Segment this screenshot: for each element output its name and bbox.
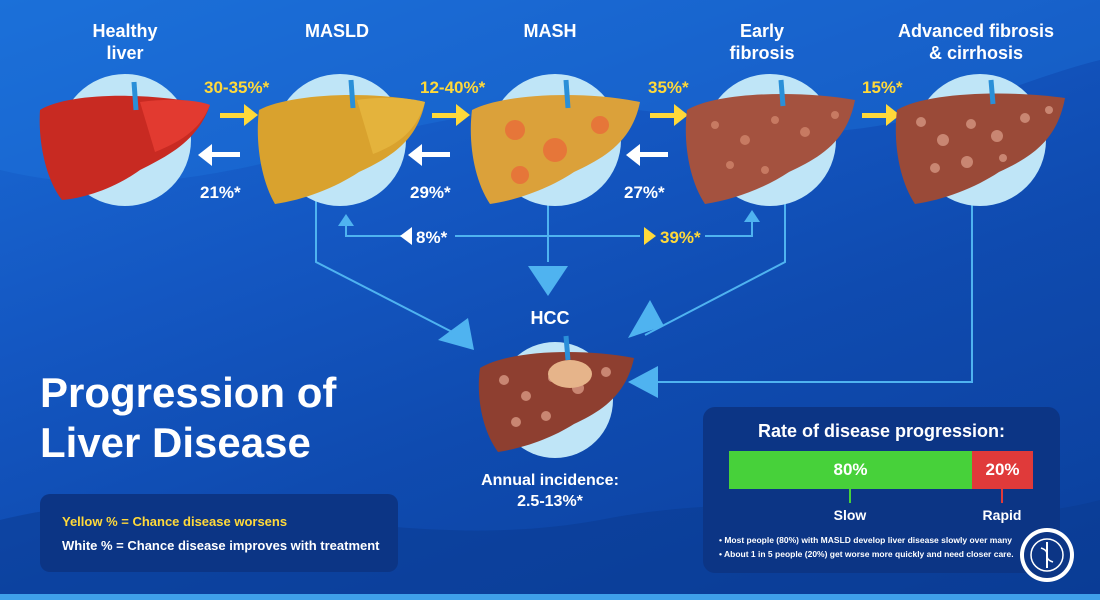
- stage-label-line: & cirrhosis: [928, 43, 1024, 63]
- arrow-cirrhosis-hcc: [628, 366, 658, 398]
- rapid-bar-value: 20%: [985, 460, 1020, 479]
- stage-label-healthy: Healthy liver: [45, 20, 205, 64]
- hcc-label: HCC: [530, 308, 570, 328]
- stage-label-line: MASLD: [305, 21, 369, 41]
- rapid-bar: 20%: [972, 451, 1033, 489]
- masld-liver-icon: [257, 74, 425, 206]
- early-fibrosis-liver-icon: [685, 74, 855, 206]
- loop-arrowhead-left: [338, 214, 354, 226]
- caduceus-icon: [1030, 538, 1064, 572]
- title-line-1: Progression of: [40, 369, 337, 416]
- mash-liver-icon: [470, 74, 640, 206]
- flow-cirrhosis-hcc: [655, 200, 973, 383]
- improve-pct-1: 21%*: [200, 183, 241, 202]
- worsen-arrow-4: [862, 104, 900, 126]
- color-legend: Yellow % = Chance disease worsens White …: [40, 494, 398, 572]
- annual-incidence: Annual incidence: 2.5-13%*: [450, 470, 650, 512]
- flow-fibrosis-hcc: [644, 200, 786, 336]
- note-rapid: • About 1 in 5 people (20%) get worse mo…: [719, 549, 1014, 559]
- rate-panel: Rate of disease progression: 80% 20% Slo…: [703, 407, 1060, 573]
- stage-label-line: fibrosis: [729, 43, 795, 63]
- rate-title: Rate of disease progression:: [757, 421, 1006, 441]
- bottom-strip: [0, 594, 1100, 600]
- loop-marker-worsen: [644, 227, 656, 245]
- stage-label-cirrhosis: Advanced fibrosis & cirrhosis: [881, 20, 1071, 64]
- loop-line-right: [705, 220, 753, 237]
- rapid-label: Rapid: [982, 507, 1022, 523]
- slow-bar: 80%: [729, 451, 972, 489]
- stage-label-mash: MASH: [470, 20, 630, 42]
- annual-incidence-value: 2.5-13%*: [517, 493, 583, 510]
- loop-worsen-pct: 39%*: [660, 228, 701, 247]
- stage-label-line: Advanced fibrosis: [897, 21, 1055, 41]
- flow-masld-hcc: [315, 200, 459, 336]
- worsen-arrow-1: [220, 104, 258, 126]
- page-title: Progression of Liver Disease: [40, 368, 400, 468]
- arrow-masld-hcc: [438, 318, 474, 350]
- loop-line-left: [345, 222, 402, 237]
- improve-pct-2: 29%*: [410, 183, 451, 202]
- loop-marker-improve: [400, 227, 412, 245]
- title-line-2: Liver Disease: [40, 419, 311, 466]
- stage-label-early-fibrosis: Early fibrosis: [682, 20, 842, 64]
- improve-arrow-3: [626, 144, 668, 166]
- slow-label: Slow: [833, 507, 867, 523]
- arrow-fibrosis-hcc: [628, 300, 664, 338]
- legend-white: White % = Chance disease improves with t…: [62, 538, 380, 553]
- loop-improve-pct: 8%*: [416, 228, 448, 247]
- worsen-pct-2: 12-40%*: [420, 78, 486, 97]
- legend-yellow: Yellow % = Chance disease worsens: [62, 514, 288, 529]
- stage-label-line: MASH: [523, 21, 577, 41]
- stage-label-masld: MASLD: [257, 20, 417, 42]
- medical-seal-icon: [1020, 528, 1074, 582]
- improve-arrow-1: [198, 144, 240, 166]
- worsen-pct-1: 30-35%*: [204, 78, 270, 97]
- note-slow: • Most people (80%) with MASLD develop l…: [719, 535, 1013, 545]
- worsen-arrow-3: [650, 104, 688, 126]
- improve-arrow-2: [408, 144, 450, 166]
- worsen-pct-4: 15%*: [862, 78, 903, 97]
- slow-bar-value: 80%: [833, 460, 868, 479]
- stage-label-line: Healthy: [92, 21, 158, 41]
- rapid-tick: [1001, 489, 1003, 503]
- slow-tick: [849, 489, 851, 503]
- stage-label-line: Early: [739, 21, 785, 41]
- worsen-arrow-2: [432, 104, 470, 126]
- stage-label-line: liver: [106, 43, 144, 63]
- improve-pct-3: 27%*: [624, 183, 665, 202]
- cirrhosis-liver-icon: [895, 74, 1065, 206]
- hcc-liver-icon: [478, 335, 634, 458]
- worsen-pct-3: 35%*: [648, 78, 689, 97]
- healthy-liver-icon: [39, 74, 210, 206]
- annual-incidence-label: Annual incidence:: [481, 472, 619, 489]
- loop-arrowhead-right: [744, 210, 760, 222]
- arrow-mash-hcc: [528, 266, 568, 296]
